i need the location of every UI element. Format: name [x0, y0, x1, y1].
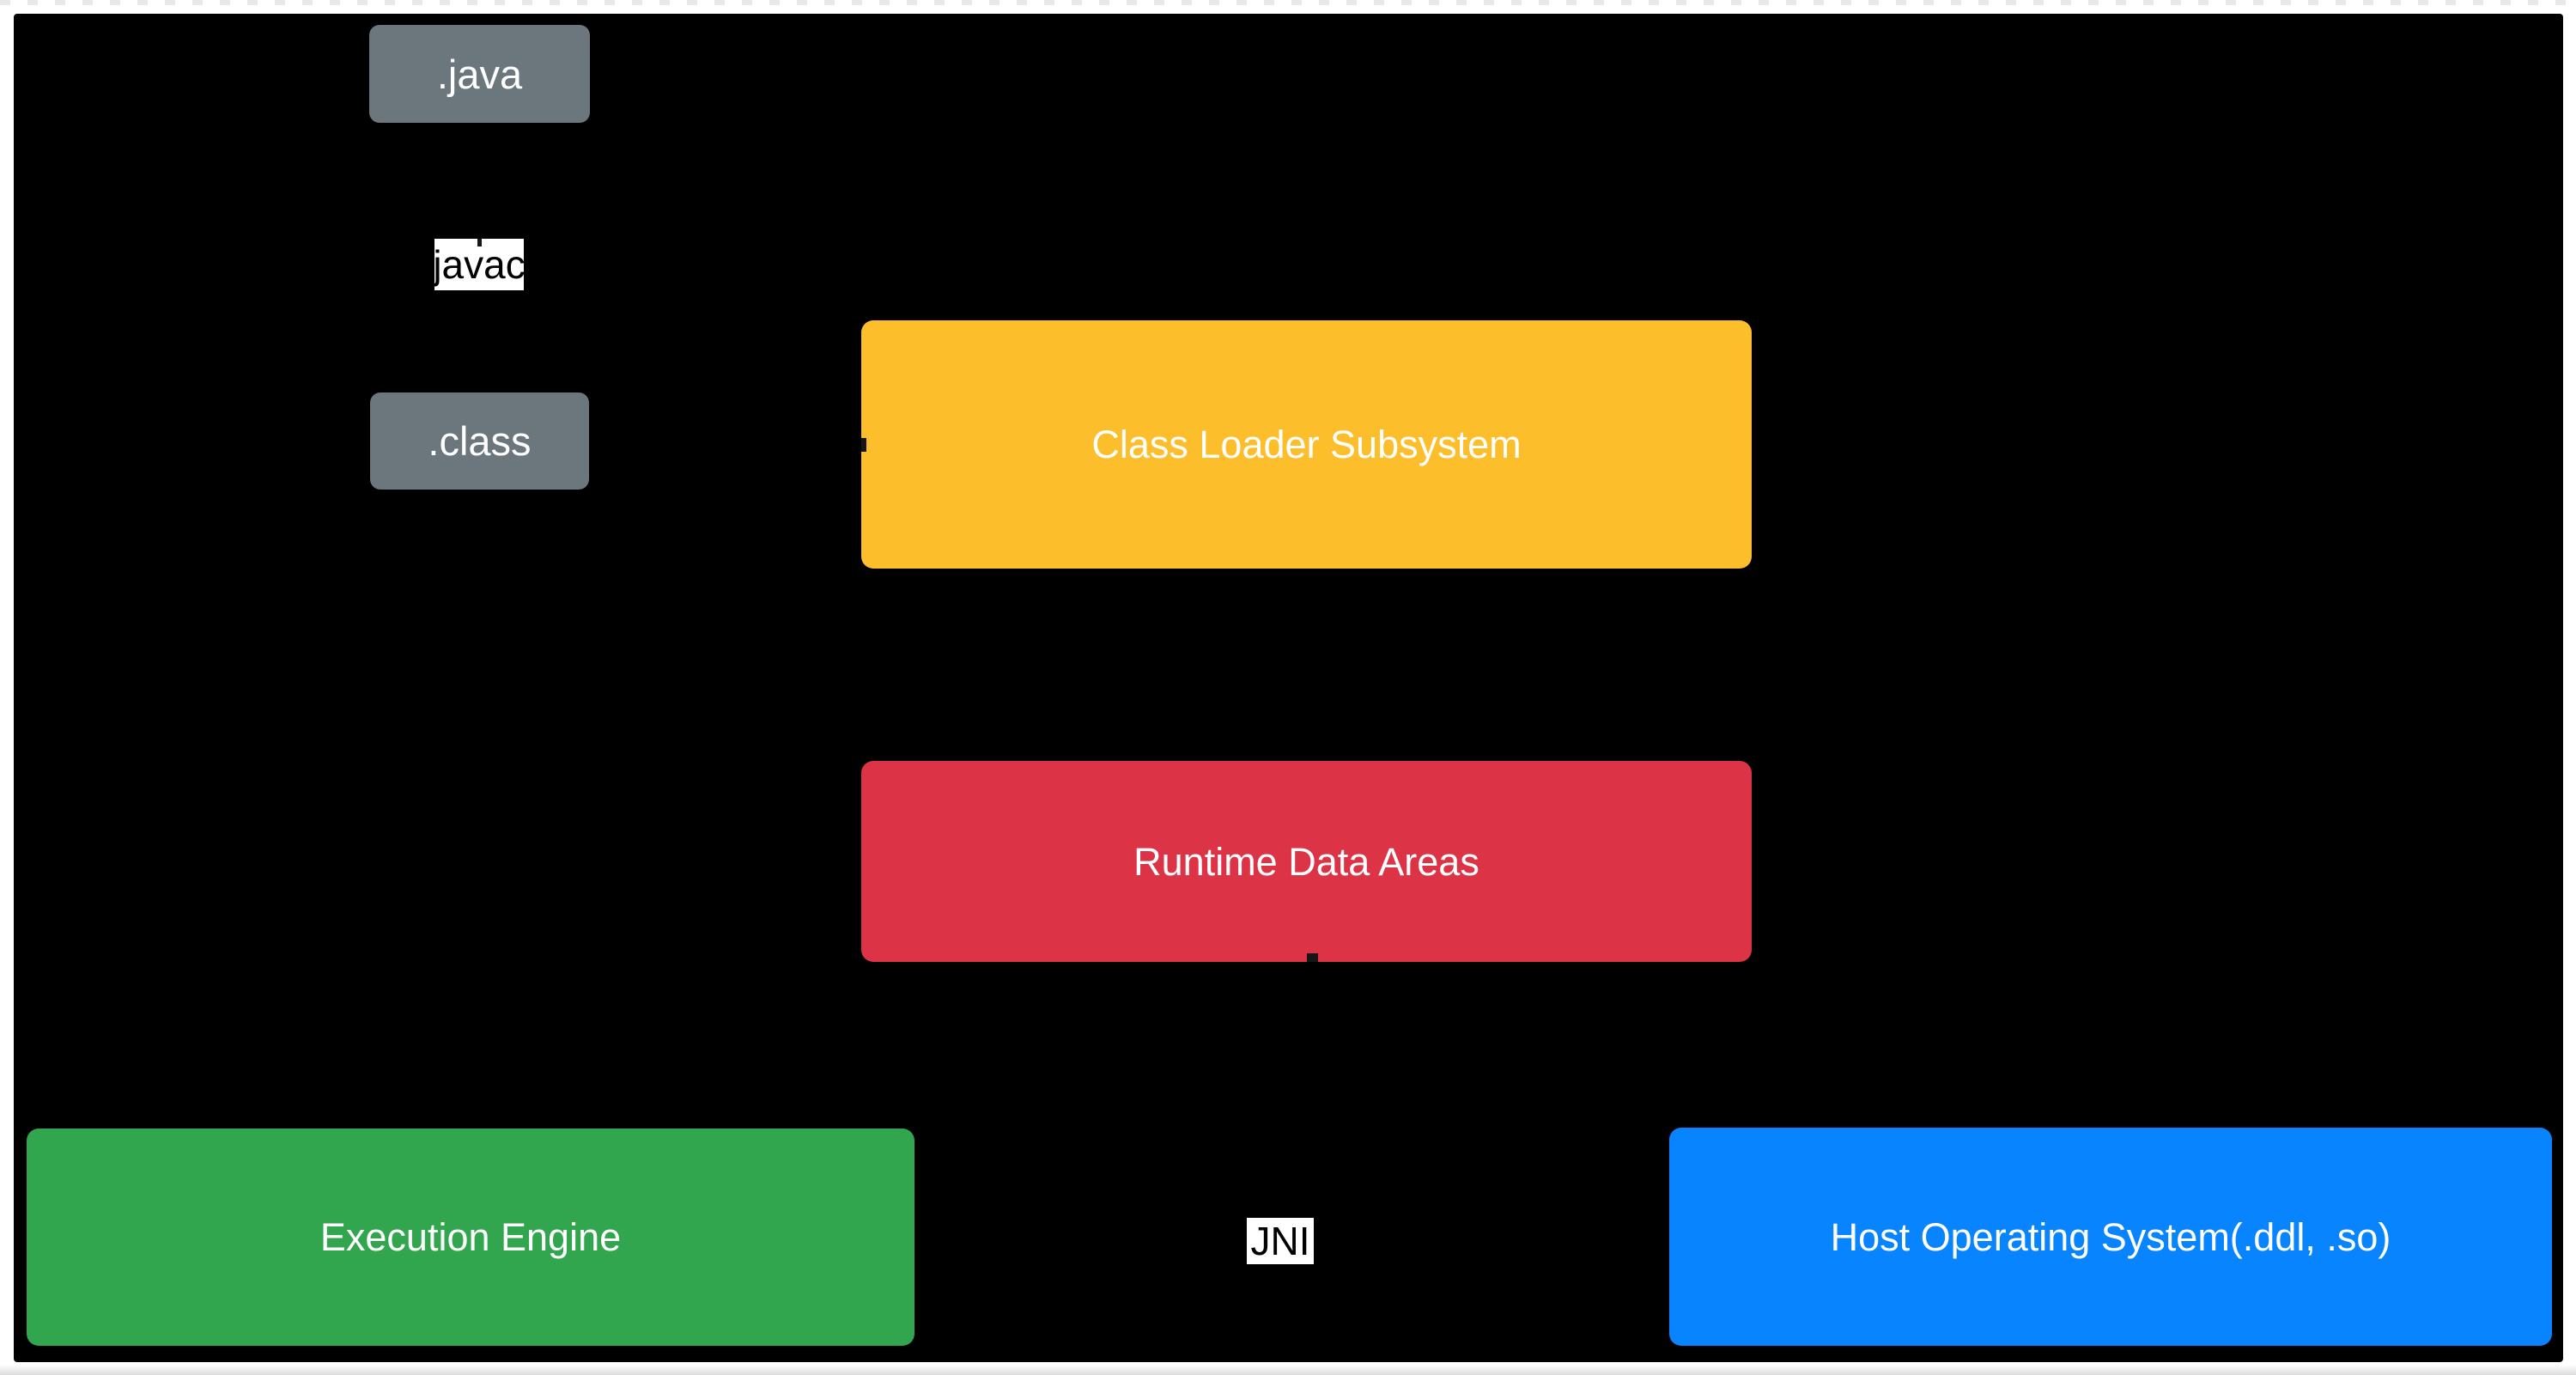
- top-edge-artifact: [0, 0, 2576, 5]
- node-execution-engine: Execution Engine: [27, 1129, 914, 1346]
- arrowhead-artifact: [861, 437, 866, 452]
- diagram-canvas: .java javac .class Class Loader Subsyste…: [14, 14, 2563, 1362]
- arrowhead-artifact: [1307, 953, 1318, 962]
- node-class-loader-label: Class Loader Subsystem: [1091, 423, 1522, 466]
- node-class-loader-subsystem: Class Loader Subsystem: [861, 320, 1752, 569]
- node-host-os-label: Host Operating System(.ddl, .so): [1830, 1214, 2391, 1259]
- node-execution-engine-label: Execution Engine: [319, 1215, 622, 1259]
- node-class-file: .class: [370, 392, 589, 490]
- node-java-file-label: .java: [436, 51, 523, 97]
- node-class-file-label: .class: [428, 418, 532, 464]
- edge-label-jni: JNI: [1247, 1218, 1314, 1264]
- edge-label-javac-text: javac: [433, 242, 526, 287]
- node-host-operating-system: Host Operating System(.ddl, .so): [1669, 1128, 2552, 1346]
- edge-label-jni-text: JNI: [1250, 1219, 1310, 1263]
- edge-label-javac: javac: [433, 239, 526, 290]
- node-runtime-data-areas-label: Runtime Data Areas: [1133, 839, 1479, 884]
- arrowhead-artifact: [477, 239, 482, 246]
- node-java-file: .java: [369, 25, 590, 123]
- bottom-edge-shadow: [0, 1365, 2576, 1375]
- node-runtime-data-areas: Runtime Data Areas: [861, 761, 1752, 962]
